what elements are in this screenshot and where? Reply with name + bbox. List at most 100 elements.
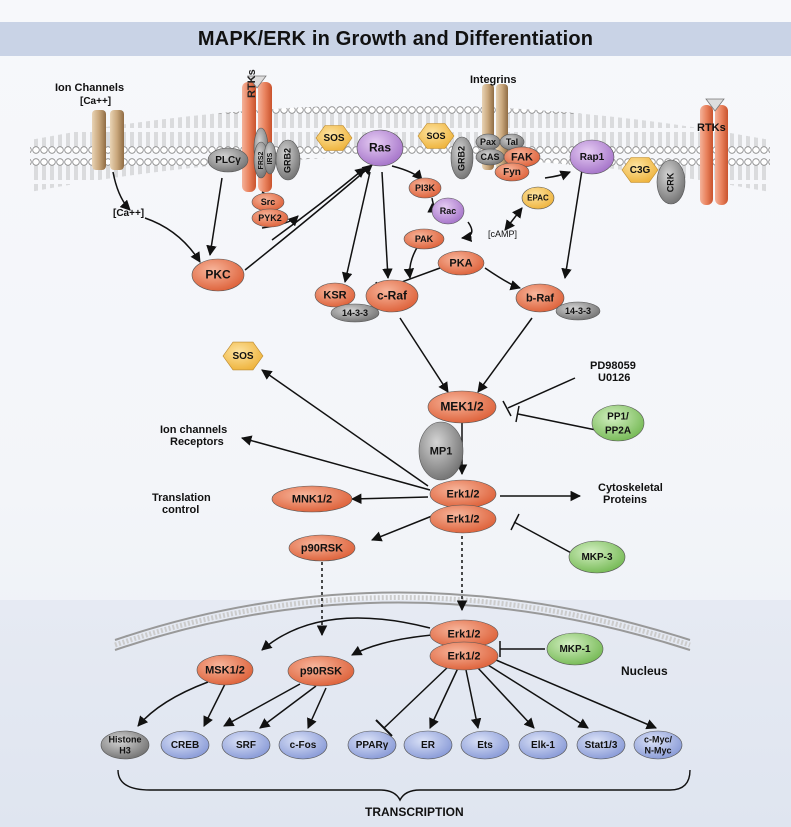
ion-channels-receptors-label-1: Ion channels xyxy=(160,424,228,436)
target-label: Stat1/3 xyxy=(585,740,618,751)
inhibitor-pd98059-label: PD98059 xyxy=(590,360,636,372)
sos-free-label: SOS xyxy=(232,351,253,362)
ras-node xyxy=(356,129,404,167)
c3g-label: C3G xyxy=(630,165,651,176)
craf-node xyxy=(365,279,419,313)
inhibition-edges xyxy=(375,267,597,657)
pp2a-label: PP2A xyxy=(605,426,631,437)
erk-b-node xyxy=(429,504,497,534)
translation-control-label-2: control xyxy=(162,504,200,516)
braf-node xyxy=(515,283,565,313)
target-label: CREB xyxy=(171,740,199,751)
calcium-top-label: [Ca++] xyxy=(80,96,112,107)
target-node xyxy=(100,730,150,760)
irs-label: IRS xyxy=(267,152,274,164)
msk-node xyxy=(196,654,254,686)
p90rsk-label: p90RSK xyxy=(301,542,343,554)
target-node xyxy=(160,730,210,760)
pak-node xyxy=(403,228,445,250)
camp-label: [cAMP] xyxy=(488,229,518,239)
title-bar xyxy=(0,22,791,56)
mkp1-node xyxy=(546,632,604,666)
erk-b-label: Erk1/2 xyxy=(446,513,479,525)
rac-node xyxy=(431,197,465,225)
target-label: PPARγ xyxy=(356,740,389,751)
pkc-node xyxy=(191,258,245,292)
pyk2-node xyxy=(251,208,289,228)
grb2-mid-label: GRB2 xyxy=(456,146,466,171)
pkc-label: PKC xyxy=(205,268,231,282)
scaffold-right-node xyxy=(555,301,601,321)
mp1-label: MP1 xyxy=(430,445,453,457)
mkp3-node xyxy=(568,540,626,574)
transcription-label: TRANSCRIPTION xyxy=(365,805,464,819)
p90rsk-node xyxy=(288,534,356,562)
scaffold-left-label: 14-3-3 xyxy=(342,308,368,318)
src-label: Src xyxy=(261,197,276,207)
crk-label: CRK xyxy=(665,172,675,192)
pka-node xyxy=(437,250,485,276)
erk-a-label: Erk1/2 xyxy=(446,488,479,500)
mkp3-label: MKP-3 xyxy=(581,552,613,563)
rtk-receptor-right xyxy=(700,98,728,205)
ras-label: Ras xyxy=(369,141,391,155)
target-label: c-Fos xyxy=(290,740,317,751)
target-node xyxy=(460,730,510,760)
mp1-node xyxy=(418,421,464,481)
target-label: Elk-1 xyxy=(531,740,555,751)
braf-label: b-Raf xyxy=(526,292,554,304)
calcium-mid-label: [Ca++] xyxy=(113,208,145,219)
mnk-label: MNK1/2 xyxy=(292,493,332,505)
ion-channels-label: Ion Channels xyxy=(55,82,125,94)
epac-node xyxy=(521,186,555,210)
ksr-label: KSR xyxy=(323,289,346,301)
plc-node xyxy=(207,147,249,173)
ion-channel xyxy=(92,110,124,170)
mek-label: MEK1/2 xyxy=(440,400,484,414)
cytoskeletal-proteins-label-1: Cytoskeletal xyxy=(598,482,663,494)
sos-left-node xyxy=(315,125,353,151)
msk-label: MSK1/2 xyxy=(205,664,245,676)
epac-label: EPAC xyxy=(527,194,549,203)
grb2-left-node xyxy=(275,139,301,181)
grb2-left-label: GRB2 xyxy=(282,148,292,173)
tal-label: Tal xyxy=(506,137,518,147)
scaffold-right-label: 14-3-3 xyxy=(565,306,591,316)
pi3k-label: PI3K xyxy=(415,183,436,193)
mek-node xyxy=(427,390,497,424)
pka-label: PKA xyxy=(449,257,472,269)
rac-label: Rac xyxy=(440,206,457,216)
pathway-edges xyxy=(112,164,657,737)
sos-mid-label: SOS xyxy=(426,131,445,141)
pyk2-label: PYK2 xyxy=(258,213,282,223)
mkp1-label: MKP-1 xyxy=(559,644,591,655)
target-node xyxy=(403,730,453,760)
pp1-node xyxy=(591,404,645,442)
node-layer: PLCγShcFRS2IRSGRB2SOSRasSOSGRB2PaxTalCAS… xyxy=(100,123,686,760)
rtks-left-label: RTKs xyxy=(246,69,258,98)
target-node xyxy=(576,730,626,760)
p90rsk-nuc-label: p90RSK xyxy=(300,665,342,677)
fyn-node xyxy=(494,162,530,182)
crk-node xyxy=(656,159,686,205)
target-node xyxy=(633,730,683,760)
cas-label: CAS xyxy=(480,152,499,162)
craf-label: c-Raf xyxy=(377,289,408,303)
target-node xyxy=(278,730,328,760)
cytoskeletal-proteins-label-2: Proteins xyxy=(603,494,648,506)
ksr-node xyxy=(314,282,356,308)
pp1-label: PP1/ xyxy=(607,412,629,423)
pi3k-node xyxy=(408,177,442,199)
target-label: SRF xyxy=(236,740,256,751)
erk-nuc-b-node xyxy=(429,641,499,671)
frs2-label: FRS2 xyxy=(258,151,265,169)
c3g-node xyxy=(621,157,659,183)
integrins-label: Integrins xyxy=(470,74,517,86)
p90rsk-nuc-node xyxy=(287,655,355,687)
fak-label: FAK xyxy=(511,151,533,163)
rap1-label: Rap1 xyxy=(580,152,605,163)
target-node xyxy=(221,730,271,760)
pax-label: Pax xyxy=(480,137,496,147)
ion-channels-receptors-label-2: Receptors xyxy=(170,436,224,448)
